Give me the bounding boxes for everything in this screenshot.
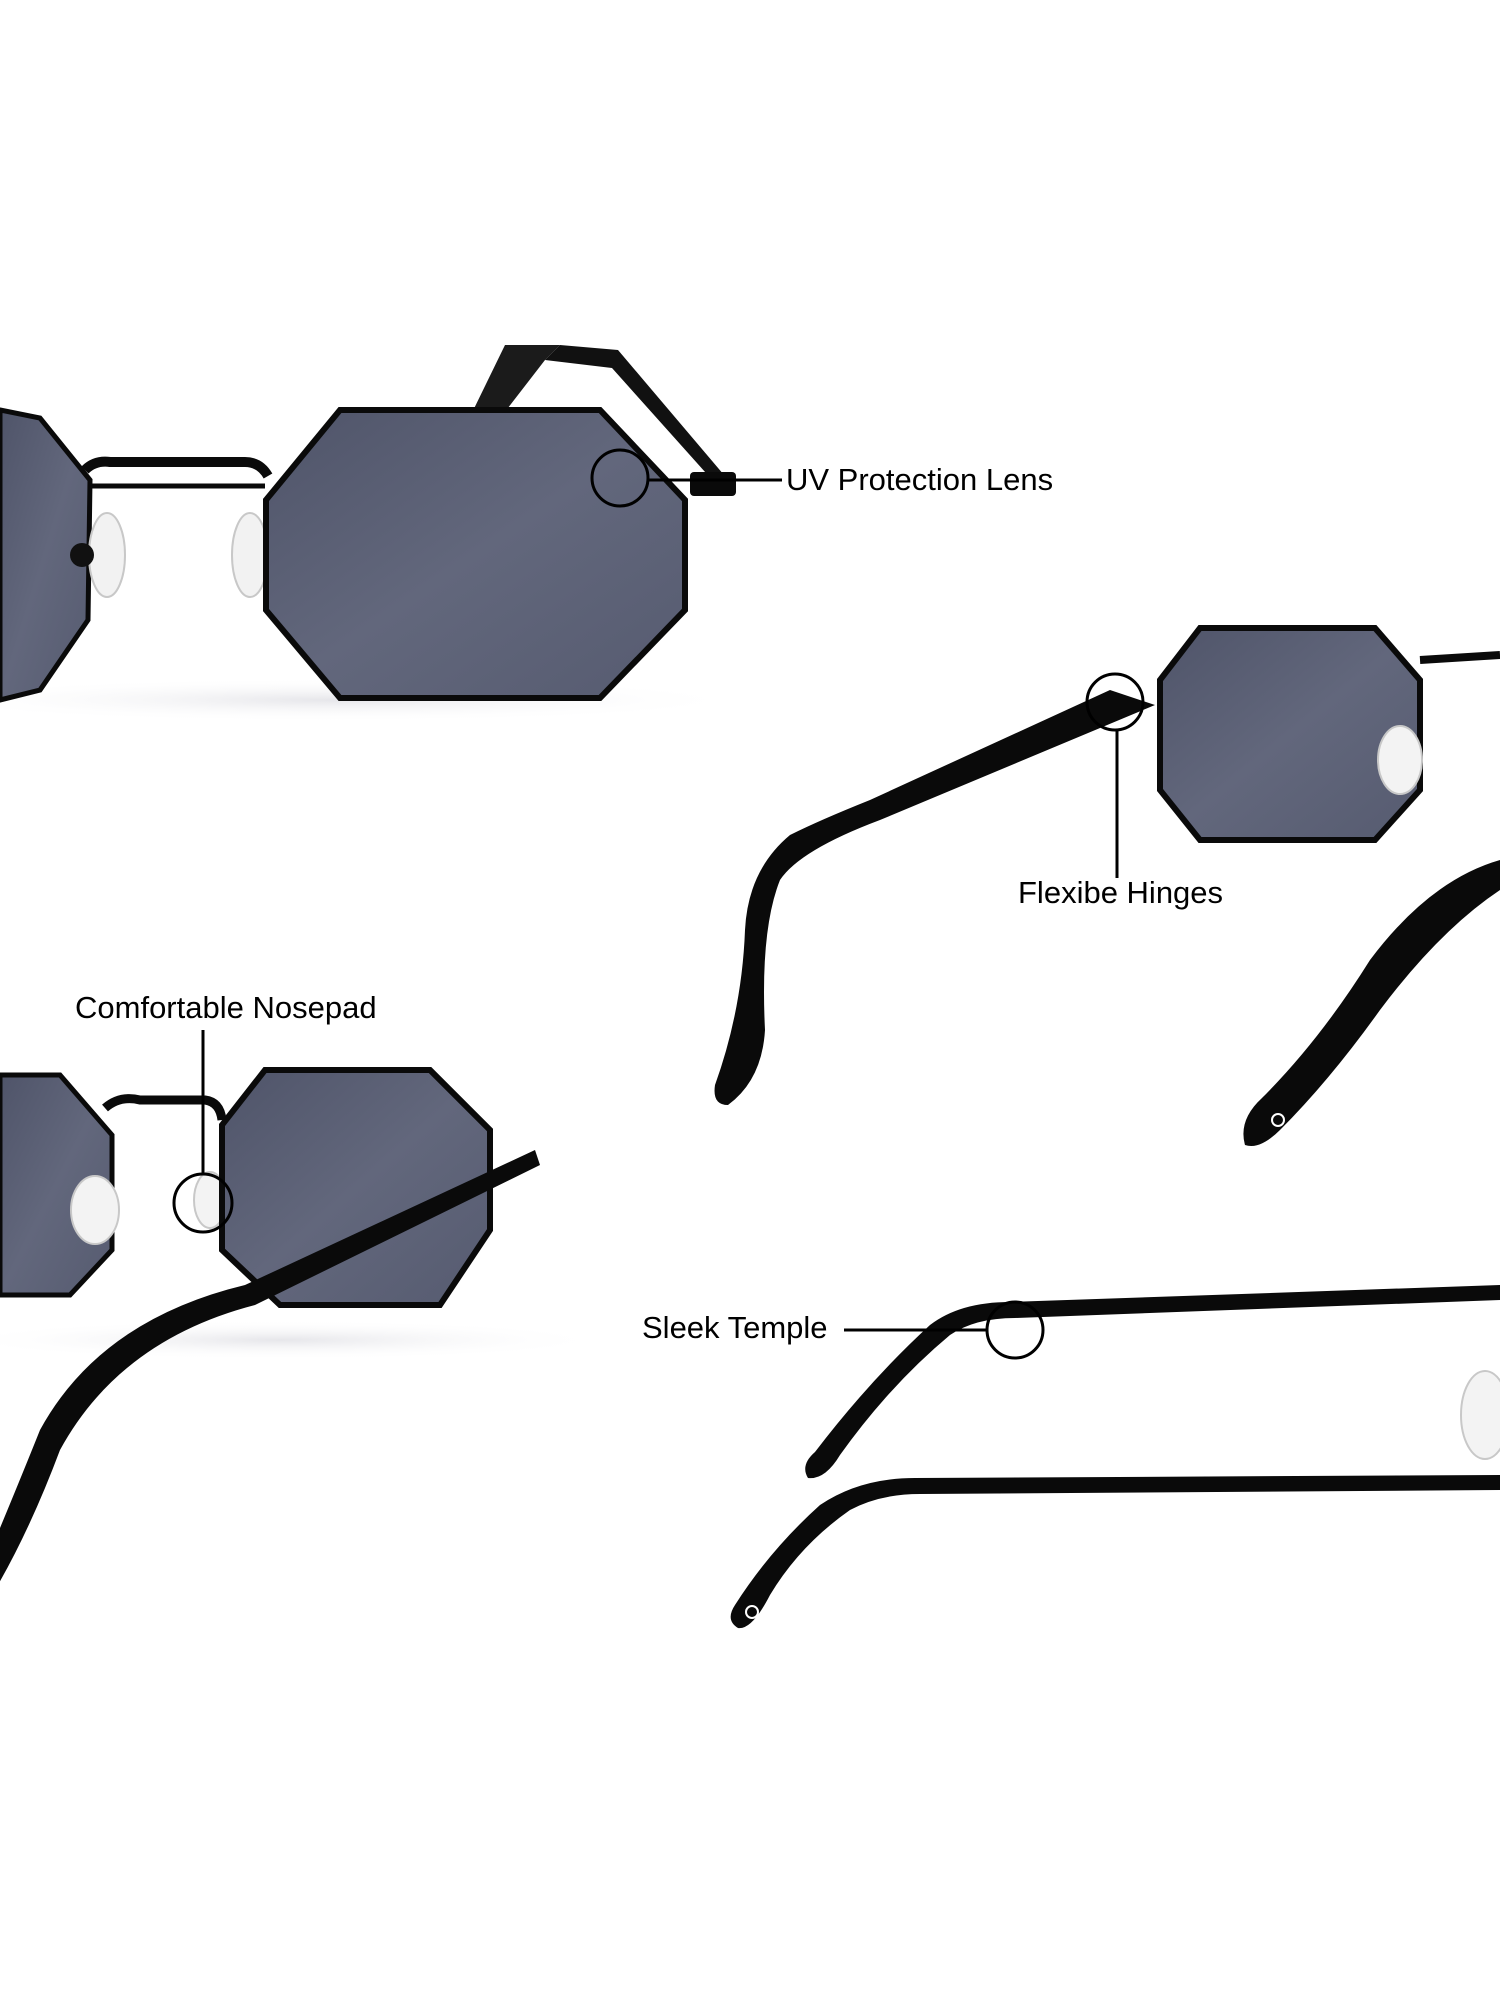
uv-lens-callout-label: UV Protection Lens [786,462,1054,497]
front-view [0,345,750,722]
profile-lower-temple [730,1475,1500,1629]
callout-markers [172,448,1145,1360]
back-angle-view [714,625,1500,1146]
front-nosepad-left [88,512,126,598]
side-right-lens [219,1067,493,1308]
back-logo-mark [1271,1113,1285,1127]
side-front-view [0,1067,610,1582]
front-nosepad-right [231,512,269,598]
hinges-callout-circle [1085,672,1145,732]
side-profile-view [730,1285,1500,1629]
back-nosepad [1377,725,1423,795]
front-left-lens [0,407,93,703]
back-left-temple [714,690,1155,1105]
side-temple [0,1150,540,1582]
front-pad-arm-left [70,543,94,567]
temple-callout-label: Sleek Temple [642,1310,828,1345]
front-bridge [81,456,273,479]
back-bridge [1419,651,1500,664]
side-nosepad-left [70,1175,120,1245]
front-temple-arm [545,345,724,482]
side-bridge [102,1094,227,1121]
side-front-shadow [0,1320,610,1360]
profile-nosepad [1460,1370,1500,1460]
nosepad-callout-label: Comfortable Nosepad [75,990,377,1025]
back-lens [1157,625,1423,843]
uv-lens-callout-circle [590,448,650,508]
back-right-temple [1243,860,1500,1146]
profile-upper-temple [805,1285,1500,1479]
front-right-lens [263,407,688,701]
hinges-callout-label: Flexibe Hinges [1018,875,1224,910]
profile-logo-mark [745,1605,759,1619]
front-hinge [690,472,736,496]
